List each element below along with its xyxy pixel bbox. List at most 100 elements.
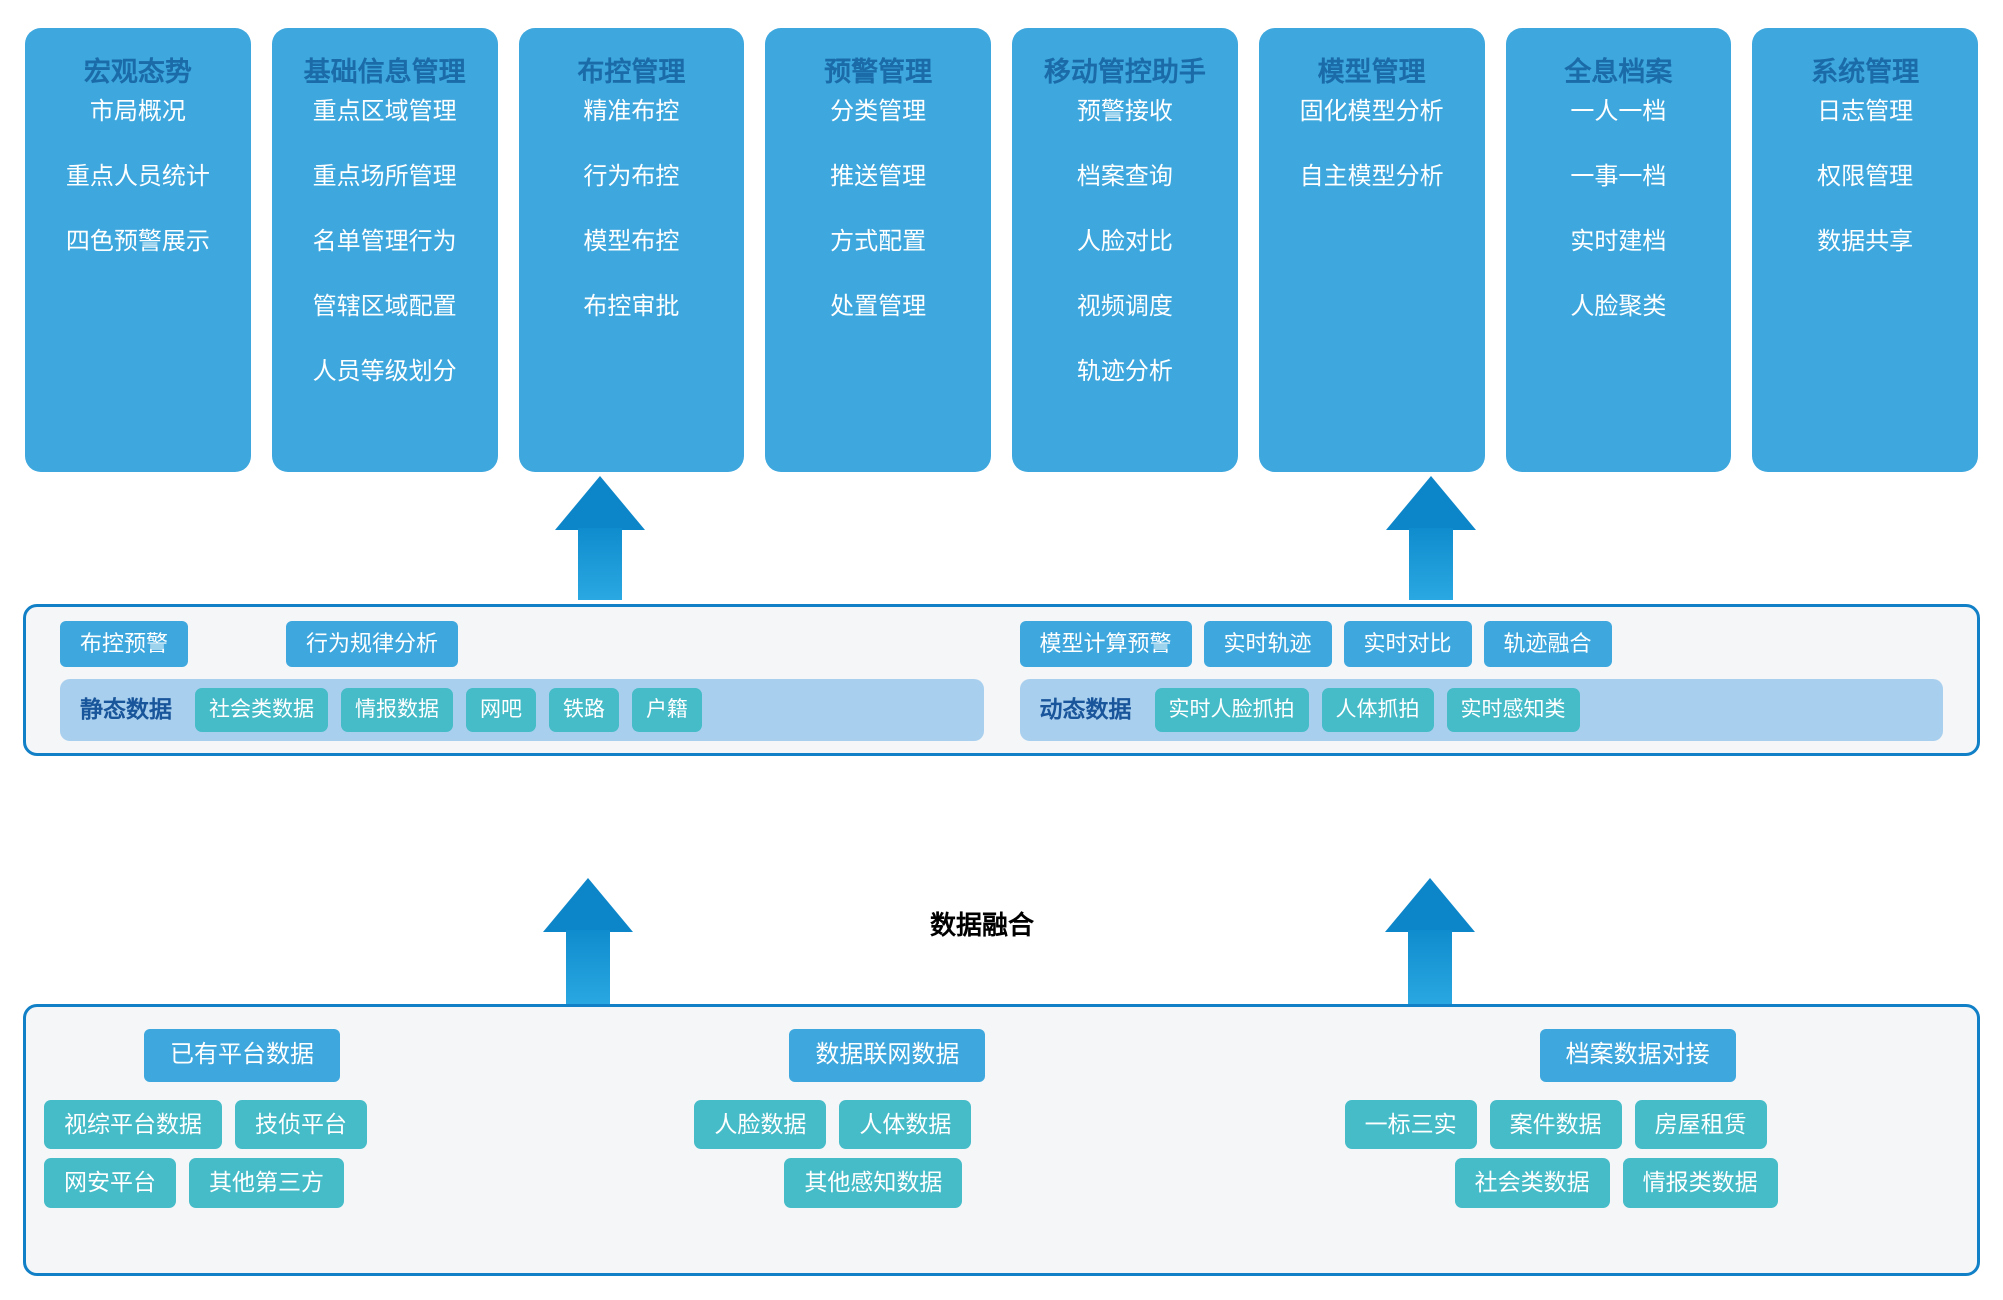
module-item[interactable]: 一人一档 — [1570, 98, 1667, 126]
module-item[interactable]: 四色预警展示 — [65, 227, 210, 255]
module-item[interactable]: 重点区域管理 — [312, 98, 457, 126]
data-type-chip[interactable]: 人体抓拍 — [1321, 688, 1434, 732]
data-source-group: 数据联网数据人脸数据人体数据其他感知数据 — [676, 1007, 1326, 1273]
application-modules-row: 宏观态势市局概况重点人员统计四色预警展示基础信息管理重点区域管理重点场所管理名单… — [25, 28, 1978, 472]
data-source-head[interactable]: 档案数据对接 — [1539, 1029, 1736, 1082]
module-card[interactable]: 基础信息管理重点区域管理重点场所管理名单管理行为管辖区域配置人员等级划分 — [271, 28, 498, 472]
data-source-chip[interactable]: 情报类数据 — [1622, 1158, 1778, 1208]
dynamic-data-half: 模型计算预警实时轨迹实时对比轨迹融合 动态数据 实时人脸抓拍人体抓拍实时感知类 — [1002, 621, 1962, 741]
data-source-panel: 已有平台数据视综平台数据技侦平台网安平台其他第三方数据联网数据人脸数据人体数据其… — [23, 1004, 1980, 1276]
data-source-head-wrap: 已有平台数据 — [44, 1029, 658, 1082]
static-capability-row: 布控预警 行为规律分析 — [60, 621, 984, 668]
module-title: 系统管理 — [1811, 57, 1920, 87]
dynamic-data-band-label: 动态数据 — [1039, 696, 1132, 723]
module-item[interactable]: 固化模型分析 — [1299, 98, 1444, 126]
module-item[interactable]: 自主模型分析 — [1299, 163, 1444, 191]
data-source-head[interactable]: 数据联网数据 — [789, 1029, 986, 1082]
module-item[interactable]: 日志管理 — [1817, 98, 1914, 126]
data-source-rows: 视综平台数据技侦平台网安平台其他第三方 — [44, 1099, 658, 1208]
module-title: 宏观态势 — [83, 57, 192, 87]
data-type-chip[interactable]: 网吧 — [466, 688, 536, 732]
data-type-chip[interactable]: 户籍 — [632, 688, 702, 732]
data-source-chip[interactable]: 社会类数据 — [1454, 1158, 1610, 1208]
data-source-chip[interactable]: 其他感知数据 — [784, 1158, 963, 1208]
module-card[interactable]: 系统管理日志管理权限管理数据共享 — [1752, 28, 1978, 472]
module-item[interactable]: 档案查询 — [1076, 163, 1173, 191]
module-item-list: 固化模型分析自主模型分析 — [1259, 98, 1485, 228]
data-source-head-wrap: 档案数据对接 — [1345, 1029, 1959, 1082]
module-item-list: 精准布控行为布控模型布控布控审批 — [519, 98, 745, 357]
data-source-chip[interactable]: 其他第三方 — [189, 1158, 344, 1208]
module-item[interactable]: 方式配置 — [830, 227, 927, 255]
module-item-list: 一人一档一事一档实时建档人脸聚类 — [1506, 98, 1732, 357]
capability-chip[interactable]: 行为规律分析 — [286, 621, 459, 668]
data-source-chip[interactable]: 视综平台数据 — [44, 1099, 222, 1150]
data-source-row: 一标三实案件数据房屋租赁 — [1344, 1099, 1959, 1150]
module-item[interactable]: 轨迹分析 — [1076, 357, 1173, 385]
module-item[interactable]: 视频调度 — [1076, 292, 1173, 320]
module-item[interactable]: 推送管理 — [830, 163, 927, 191]
module-title: 预警管理 — [824, 57, 933, 87]
data-source-chip[interactable]: 网安平台 — [44, 1158, 176, 1208]
module-item[interactable]: 实时建档 — [1570, 227, 1667, 255]
module-item[interactable]: 权限管理 — [1817, 163, 1914, 191]
module-card[interactable]: 预警管理分类管理推送管理方式配置处置管理 — [765, 28, 991, 472]
module-card[interactable]: 全息档案一人一档一事一档实时建档人脸聚类 — [1505, 28, 1732, 472]
module-title: 基础信息管理 — [303, 57, 466, 87]
module-item[interactable]: 精准布控 — [583, 98, 680, 126]
module-item[interactable]: 处置管理 — [830, 292, 927, 320]
data-type-chip[interactable]: 铁路 — [549, 688, 619, 732]
dynamic-capability-row: 模型计算预警实时轨迹实时对比轨迹融合 — [1019, 621, 1944, 668]
module-card[interactable]: 模型管理固化模型分析自主模型分析 — [1258, 28, 1485, 472]
module-item[interactable]: 人脸聚类 — [1570, 292, 1667, 320]
module-item[interactable]: 模型布控 — [583, 227, 680, 255]
data-source-chip[interactable]: 一标三实 — [1344, 1099, 1477, 1150]
module-item[interactable]: 名单管理行为 — [312, 227, 457, 255]
data-source-group: 档案数据对接一标三实案件数据房屋租赁社会类数据情报类数据 — [1327, 1007, 1977, 1273]
module-item[interactable]: 数据共享 — [1817, 227, 1914, 255]
data-source-chip[interactable]: 房屋租赁 — [1634, 1099, 1767, 1150]
data-source-row: 社会类数据情报类数据 — [1345, 1158, 1959, 1208]
module-item[interactable]: 布控审批 — [583, 292, 680, 320]
static-data-band-label: 静态数据 — [80, 696, 172, 723]
data-type-chip[interactable]: 实时人脸抓拍 — [1154, 688, 1309, 732]
data-source-row: 人脸数据人体数据 — [694, 1099, 1308, 1150]
capability-chip[interactable]: 布控预警 — [60, 621, 189, 668]
capability-chip[interactable]: 实时对比 — [1343, 621, 1472, 668]
module-card[interactable]: 宏观态势市局概况重点人员统计四色预警展示 — [25, 28, 251, 472]
module-title: 布控管理 — [577, 57, 686, 87]
data-source-head[interactable]: 已有平台数据 — [144, 1029, 340, 1082]
module-item[interactable]: 分类管理 — [830, 98, 927, 126]
dynamic-data-band: 动态数据 实时人脸抓拍人体抓拍实时感知类 — [1019, 679, 1943, 741]
data-source-chip[interactable]: 人脸数据 — [694, 1099, 827, 1150]
module-item[interactable]: 行为布控 — [583, 163, 680, 191]
data-source-rows: 一标三实案件数据房屋租赁社会类数据情报类数据 — [1344, 1099, 1959, 1208]
module-title: 全息档案 — [1564, 57, 1673, 87]
module-item[interactable]: 一事一档 — [1570, 163, 1667, 191]
data-source-group: 已有平台数据视综平台数据技侦平台网安平台其他第三方 — [26, 1007, 676, 1273]
data-source-head-wrap: 数据联网数据 — [694, 1029, 1308, 1082]
module-item-list: 市局概况重点人员统计四色预警展示 — [25, 98, 251, 292]
module-item[interactable]: 预警接收 — [1076, 98, 1173, 126]
data-source-chip[interactable]: 案件数据 — [1489, 1099, 1622, 1150]
data-type-chip[interactable]: 社会类数据 — [195, 688, 328, 732]
static-data-half: 布控预警 行为规律分析 静态数据 社会类数据情报数据网吧铁路户籍 — [42, 621, 1002, 741]
module-item[interactable]: 管辖区域配置 — [312, 292, 457, 320]
module-item[interactable]: 人脸对比 — [1076, 227, 1173, 255]
module-title: 移动管控助手 — [1043, 57, 1206, 87]
data-type-chip[interactable]: 情报数据 — [341, 688, 453, 732]
module-card[interactable]: 移动管控助手预警接收档案查询人脸对比视频调度轨迹分析 — [1012, 28, 1238, 472]
module-item[interactable]: 人员等级划分 — [312, 357, 457, 385]
module-title: 模型管理 — [1317, 57, 1426, 87]
module-item[interactable]: 重点场所管理 — [312, 163, 457, 191]
static-data-band: 静态数据 社会类数据情报数据网吧铁路户籍 — [60, 679, 984, 741]
module-item[interactable]: 重点人员统计 — [65, 163, 210, 191]
module-item[interactable]: 市局概况 — [89, 98, 186, 126]
data-type-chip[interactable]: 实时感知类 — [1446, 688, 1580, 732]
data-source-chip[interactable]: 人体数据 — [839, 1099, 972, 1150]
capability-chip[interactable]: 实时轨迹 — [1203, 621, 1332, 668]
capability-chip[interactable]: 轨迹融合 — [1483, 621, 1612, 668]
data-source-chip[interactable]: 技侦平台 — [235, 1099, 367, 1150]
module-card[interactable]: 布控管理精准布控行为布控模型布控布控审批 — [518, 28, 745, 472]
capability-chip[interactable]: 模型计算预警 — [1019, 621, 1192, 668]
